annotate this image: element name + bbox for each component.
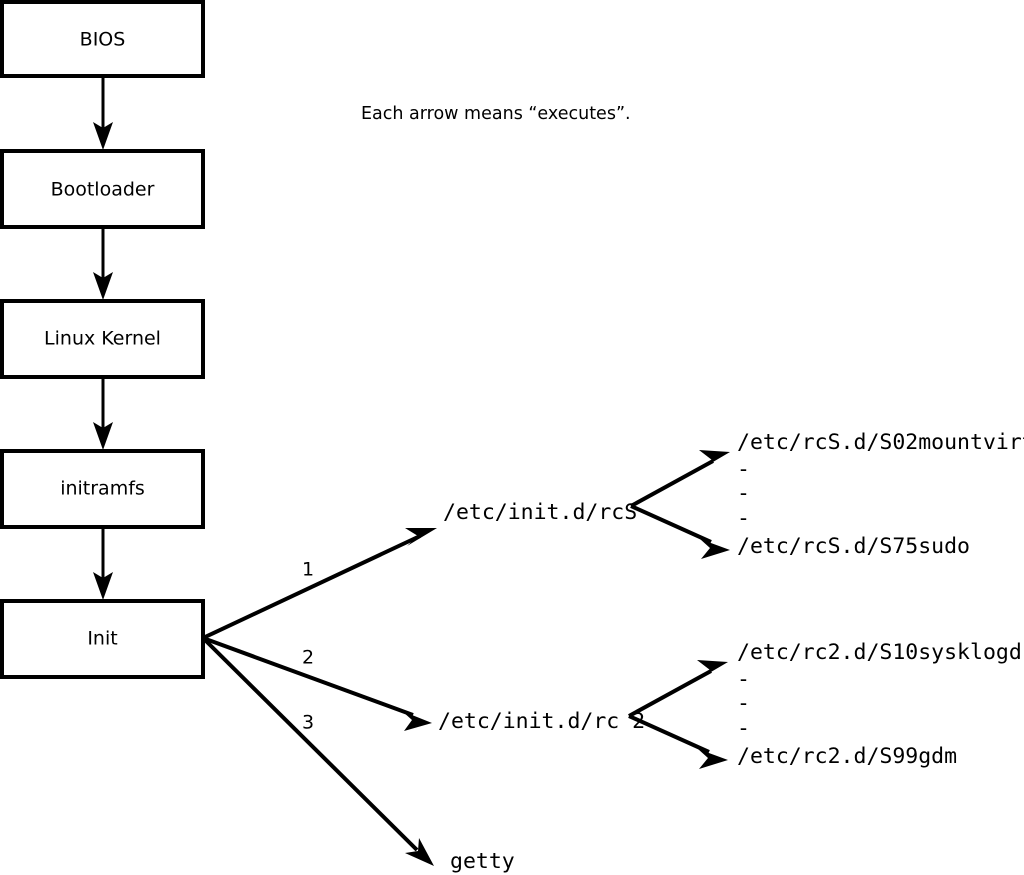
edge-kernel-to-initramfs: [93, 377, 113, 450]
label-rcs-ellipsis-2: -: [737, 481, 750, 506]
edge-rcs-to-last-script-line: [630, 504, 712, 544]
edge-rc2-to-first-script-line: [628, 669, 712, 718]
edge-init-to-rcs: [202, 528, 437, 640]
edge-init-to-rc2-line: [202, 636, 414, 717]
label-rc2-ellipsis-1: -: [737, 667, 750, 692]
arrow-head-icon: [698, 749, 728, 769]
edge-init-to-getty: [201, 636, 434, 866]
node-init[interactable]: Init: [0, 599, 205, 679]
edge-rcs-to-last-script: [630, 504, 730, 559]
label-rc2-ellipsis-3: -: [737, 716, 750, 741]
edge-init-to-rc2: [202, 636, 432, 731]
node-bios-rect: [0, 0, 205, 78]
arrow-head-icon: [700, 539, 730, 559]
node-bootloader-label: Bootloader: [51, 179, 155, 201]
arrow-head-icon: [93, 122, 113, 150]
arrow-head-icon: [93, 272, 113, 300]
node-initramfs-label: initramfs: [60, 478, 145, 500]
node-linux-kernel-rect: [0, 299, 205, 379]
node-linux-kernel-label: Linux Kernel: [44, 328, 161, 350]
arrow-head-icon: [697, 660, 728, 679]
node-bios-label: BIOS: [80, 29, 126, 51]
node-bootloader[interactable]: Bootloader: [0, 149, 205, 229]
node-init-label: Init: [87, 628, 117, 650]
label-rc2-ellipsis-2: -: [737, 691, 750, 716]
edge-bootloader-to-kernel: [93, 227, 113, 300]
label-rcs-first-script: /etc/rcS.d/S02mountvirtfs: [737, 430, 1024, 455]
label-rc2-last-script: /etc/rc2.d/S99gdm: [737, 744, 957, 769]
edge-rc2-to-first-script: [628, 660, 728, 718]
edge-bios-to-bootloader: [93, 76, 113, 150]
edge-label-3: 3: [302, 712, 314, 734]
label-init-d-rc2: /etc/init.d/rc 2: [438, 709, 645, 734]
edge-init-to-getty-line: [201, 636, 419, 852]
label-rcs-ellipsis-3: -: [737, 506, 750, 531]
edge-rcs-to-first-script: [630, 450, 730, 508]
edge-rc2-to-last-script: [628, 714, 728, 769]
edge-init-to-rcs-line: [202, 534, 421, 640]
label-rc2-first-script: /etc/rc2.d/S10sysklogd: [737, 640, 1022, 665]
node-initramfs[interactable]: initramfs: [0, 449, 205, 529]
diagram-caption: Each arrow means “executes”.: [361, 104, 631, 124]
arrow-head-icon: [93, 572, 113, 600]
label-rcs-ellipsis-1: -: [737, 457, 750, 482]
arrow-head-icon: [405, 528, 437, 546]
node-linux-kernel[interactable]: Linux Kernel: [0, 299, 205, 379]
arrow-head-icon: [402, 711, 432, 731]
edge-rcs-to-first-script-line: [630, 459, 714, 508]
edge-label-2: 2: [302, 647, 314, 669]
edge-rc2-to-last-script-line: [628, 714, 710, 754]
node-bios[interactable]: BIOS: [0, 0, 205, 78]
edge-initramfs-to-init: [93, 527, 113, 600]
arrow-head-icon: [699, 450, 730, 469]
label-rcs-last-script: /etc/rcS.d/S75sudo: [737, 534, 970, 559]
label-init-d-rcs: /etc/init.d/rcS: [443, 500, 637, 525]
node-bootloader-rect: [0, 149, 205, 229]
arrow-head-icon: [405, 838, 434, 866]
arrow-head-icon: [93, 422, 113, 450]
label-getty: getty: [450, 849, 515, 874]
edge-label-1: 1: [302, 559, 314, 581]
